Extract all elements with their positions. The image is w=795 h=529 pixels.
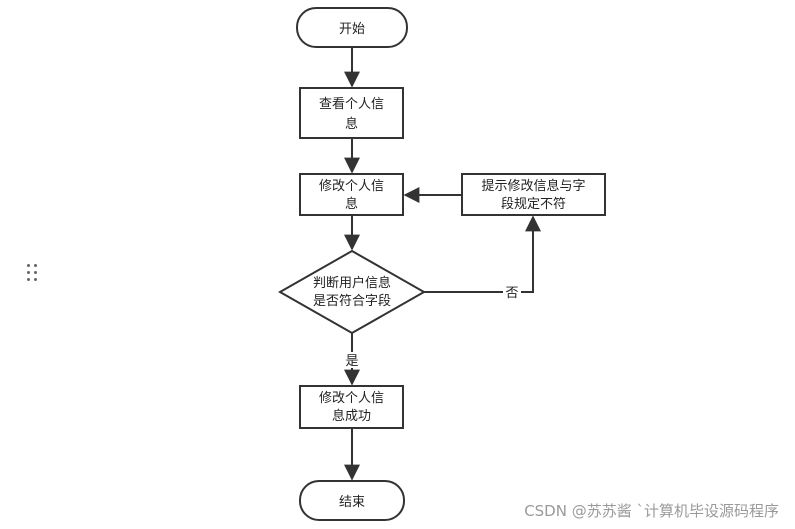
watermark: CSDN @苏苏酱 ˋ计算机毕设源码程序 (524, 502, 779, 520)
node-check-line2: 是否符合字段 (313, 293, 391, 309)
node-check-line1: 判断用户信息 (313, 275, 391, 291)
node-prompt-mismatch-line2: 段规定不符 (501, 196, 566, 212)
node-start-label: 开始 (339, 22, 365, 37)
node-prompt-mismatch: 提示修改信息与字 段规定不符 (461, 173, 606, 216)
edge-no-label: 否 (505, 286, 518, 301)
node-view-info-line2: 息 (345, 116, 358, 132)
node-check-decision: 判断用户信息 是否符合字段 (277, 249, 427, 335)
node-view-info: 查看个人信 息 (299, 87, 404, 139)
node-start: 开始 (296, 7, 408, 48)
node-prompt-mismatch-line1: 提示修改信息与字 (481, 178, 585, 194)
node-modify-info: 修改个人信 息 (299, 173, 404, 216)
node-success: 修改个人信 息成功 (299, 385, 404, 429)
edge-check-to-prompt (424, 215, 541, 293)
node-end-label: 结束 (339, 495, 365, 510)
node-success-line2: 息成功 (332, 408, 371, 424)
node-end: 结束 (299, 480, 405, 521)
node-view-info-line1: 查看个人信 (319, 96, 384, 112)
drag-handle-icon[interactable] (27, 264, 39, 284)
edge-yes-label-bg (343, 352, 361, 368)
edge-yes-label: 是 (345, 354, 358, 369)
edge-no-label-bg (503, 284, 521, 300)
node-modify-info-line1: 修改个人信 (319, 179, 384, 194)
node-modify-info-line2: 息 (345, 196, 358, 212)
node-success-line1: 修改个人信 (319, 391, 384, 406)
